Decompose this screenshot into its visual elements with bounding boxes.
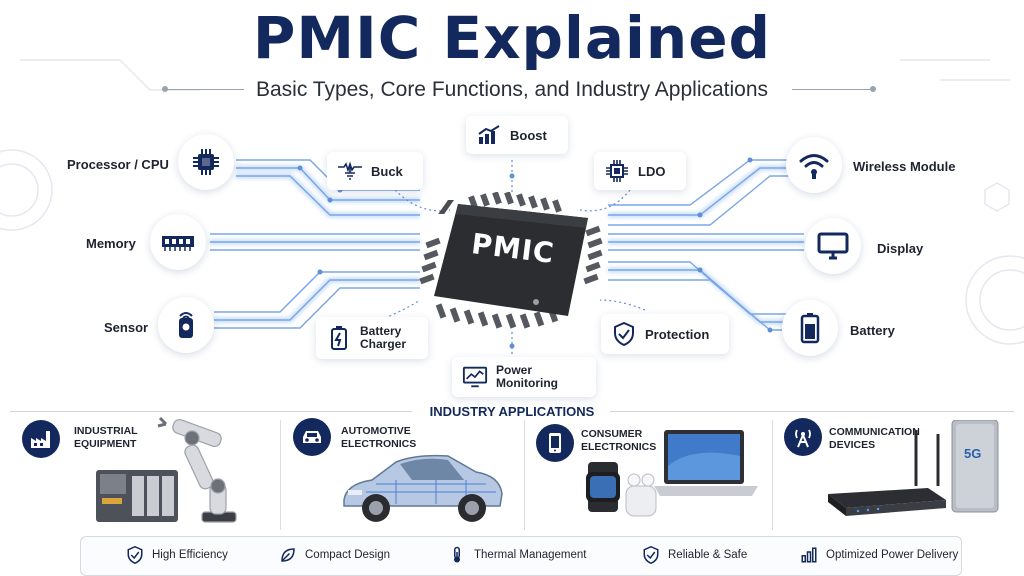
feature-label-reliable-safe: Reliable & Safe	[668, 549, 748, 561]
feature-label-thermal-management: Thermal Management	[474, 549, 587, 561]
bar-chart-icon	[801, 547, 817, 563]
function-label-ldo: LDO	[638, 163, 666, 179]
sector-label-industrial: INDUSTRIAL EQUIPMENT	[74, 425, 138, 450]
sector-label-automotive: AUTOMOTIVE ELECTRONICS	[341, 425, 417, 450]
industry-rule-left	[10, 411, 412, 412]
feature-label-compact-design: Compact Design	[305, 549, 391, 561]
display-icon	[805, 218, 861, 274]
device-label-battery: Battery	[850, 323, 895, 338]
industry-heading: INDUSTRY APPLICATIONS	[429, 404, 595, 419]
router-illustration	[828, 420, 999, 516]
function-label-battery-charger: Battery Charger	[360, 324, 407, 351]
function-label-buck: Buck	[371, 163, 403, 179]
device-label-processor: Processor / CPU	[67, 157, 169, 172]
function-boost: Boost	[466, 116, 568, 154]
wifi-icon	[786, 137, 842, 193]
page-title: PMIC Explained	[252, 4, 772, 72]
shield-check-icon	[611, 321, 637, 347]
consumer-devices-illustration	[586, 430, 758, 517]
feature-high-efficiency: High Efficiency	[126, 546, 228, 564]
feature-label-optimized-power: Optimized Power Delivery	[826, 549, 959, 561]
industry-divider-1	[280, 420, 281, 530]
memory-icon	[150, 214, 206, 270]
leaf-icon	[281, 548, 295, 562]
function-battery-charger: Battery Charger	[316, 317, 428, 359]
sensor-icon	[158, 297, 214, 353]
antenna-icon	[784, 418, 822, 456]
feature-label-high-efficiency: High Efficiency	[152, 549, 228, 561]
smartphone-icon	[536, 424, 574, 462]
feature-thermal-management: Thermal Management	[448, 546, 587, 564]
feature-reliable-safe: Reliable & Safe	[642, 546, 747, 564]
pmic-chip	[419, 192, 603, 329]
industrial-machine-illustration	[96, 416, 237, 523]
function-buck: Buck	[327, 152, 423, 190]
page-subtitle: Basic Types, Core Functions, and Industr…	[255, 78, 769, 101]
router-5g-badge: 5G	[964, 446, 982, 461]
subtitle-dot-right	[870, 86, 876, 92]
thermometer-icon	[454, 546, 460, 563]
battery-charger-icon	[326, 325, 352, 351]
industry-divider-3	[772, 420, 773, 530]
sector-label-consumer: CONSUMER ELECTRONICS	[581, 428, 657, 453]
sector-label-communication: COMMUNICATION DEVICES	[829, 426, 920, 451]
battery-icon	[782, 300, 838, 356]
feature-optimized-power: Optimized Power Delivery	[800, 546, 958, 564]
factory-icon	[22, 420, 60, 458]
device-label-memory: Memory	[86, 236, 136, 251]
monitor-chart-icon	[462, 364, 488, 390]
buck-converter-icon	[337, 158, 363, 184]
subtitle-rule-right	[792, 89, 872, 90]
ldo-chip-icon	[604, 158, 630, 184]
function-protection: Protection	[601, 314, 729, 354]
car-illustration	[343, 454, 503, 522]
function-power-monitoring: Power Monitoring	[452, 357, 596, 397]
function-ldo: LDO	[594, 152, 686, 190]
industry-rule-right	[610, 411, 1014, 412]
car-icon	[293, 418, 331, 456]
feature-compact-design: Compact Design	[279, 546, 390, 564]
industry-divider-2	[524, 420, 525, 530]
boost-chart-icon	[476, 122, 502, 148]
shield-check-icon	[643, 546, 659, 564]
function-label-protection: Protection	[645, 326, 710, 342]
subtitle-dot-left	[162, 86, 168, 92]
device-label-display: Display	[877, 241, 924, 256]
function-label-power-monitoring: Power Monitoring	[496, 363, 558, 390]
function-label-boost: Boost	[510, 127, 547, 143]
subtitle-rule-left	[166, 89, 244, 90]
device-label-sensor: Sensor	[104, 320, 149, 335]
shield-check-icon	[127, 546, 143, 564]
cpu-icon	[178, 134, 234, 190]
device-label-wireless: Wireless Module	[853, 159, 956, 174]
circuit-traces	[0, 59, 1024, 360]
